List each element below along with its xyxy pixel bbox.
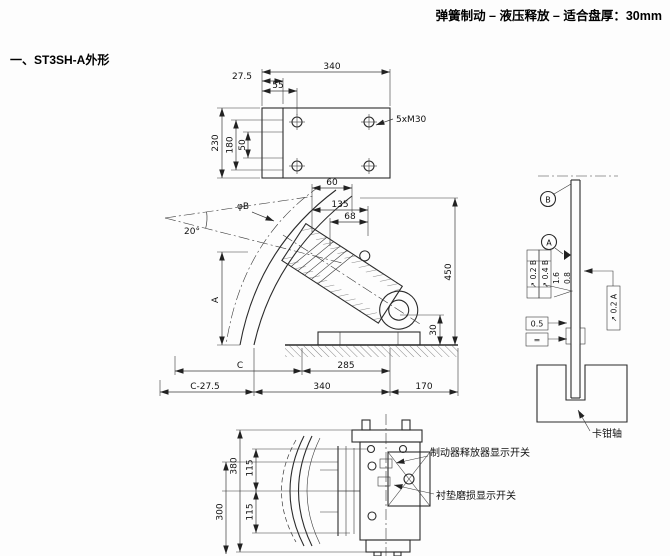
- dim-label-c275: C-27.5: [190, 382, 220, 392]
- release-switch-label: 制动器释放器显示开关: [430, 446, 530, 459]
- bolt-holes: [289, 114, 377, 174]
- clevis-block: [536, 364, 628, 423]
- wear-switch-label: 衬垫磨损显示开关: [436, 489, 516, 502]
- datum-a-label: A: [546, 239, 552, 248]
- dim-55: 55: [262, 81, 298, 115]
- bolt-callout: 5xM30: [375, 115, 427, 126]
- roughness-value-1: 1.6: [552, 272, 561, 284]
- flatness-boxes: 0.5 =: [525, 316, 567, 347]
- dim-A: A: [211, 251, 248, 346]
- dim-label: 300: [216, 503, 226, 520]
- caliper-body: [281, 222, 423, 330]
- dim-label: 115: [246, 459, 256, 476]
- bleed-screw: [359, 250, 371, 262]
- dim-68: 68: [329, 212, 368, 246]
- bottom-bracket: [365, 539, 411, 553]
- body-bolt-upper: [367, 461, 377, 471]
- top-mount-plate: [351, 429, 423, 443]
- release-switch-box: [379, 458, 393, 469]
- dim-450: 450: [360, 197, 458, 345]
- disc-diameter-callout: φB: [237, 202, 275, 222]
- dim-115-upper: 115: [222, 448, 367, 492]
- dim-label: 68: [344, 212, 356, 222]
- front-view: 380 115 115 300 制动器释放器显示开关 衬垫磨损显示开关: [216, 414, 530, 556]
- dim-label-170: 170: [415, 382, 432, 392]
- phi-b-label: φB: [237, 202, 249, 212]
- dim-label-285: 285: [337, 361, 354, 371]
- mount-bolt-left: [366, 444, 376, 454]
- dim-50: 50: [238, 131, 262, 159]
- section-heading: 一、ST3SH-A外形: [10, 52, 109, 67]
- anchor-pad: [317, 331, 421, 346]
- symmetry-symbol: =: [534, 336, 541, 345]
- ground-hatch: [285, 345, 458, 357]
- tolerance-frames-left: ↗ 0.2 B ↗ 0.4 B: [526, 249, 552, 299]
- tolerance-frame-right: ↗ 0.2 A: [584, 268, 621, 331]
- dim-135: 135: [312, 200, 369, 236]
- body-bolt-lower: [367, 511, 377, 521]
- dim-30: 30: [400, 314, 444, 345]
- datum-b-label: B: [545, 196, 551, 205]
- dim-label: 27.5: [232, 72, 252, 82]
- bottom-stud-right: [393, 551, 402, 556]
- top-view: 5xM30 340 27.5 55 230 180: [211, 62, 427, 179]
- dim-label-c: C: [237, 361, 243, 371]
- dim-label: 60: [326, 178, 338, 188]
- tolerance-frame-1: ↗ 0.2 B: [529, 260, 538, 288]
- angle-label: 20°: [184, 227, 200, 237]
- tolerance-frame-3: ↗ 0.2 A: [610, 293, 619, 322]
- dim-label: 340: [323, 62, 340, 72]
- dim-230: 230: [211, 107, 260, 179]
- dim-300: 300: [216, 461, 338, 554]
- surface-roughness: 1.6 0.8: [545, 272, 574, 298]
- section-view: B A ↗ 0.2 B ↗ 0.4 B 1.6 0.8 ↗ 0.2: [525, 175, 628, 440]
- tolerance-frame-2: ↗ 0.4 B: [541, 260, 550, 288]
- page-title: 弹簧制动 – 液压释放 – 适合盘厚：30mm: [436, 8, 662, 23]
- bottom-dims: C 285 C-27.5 340 170: [159, 348, 459, 396]
- dim-label: 55: [272, 81, 283, 91]
- dim-label: 450: [444, 263, 454, 280]
- datum-b: B: [539, 183, 572, 208]
- wear-switch-box: [377, 476, 391, 487]
- datum-a: A: [540, 233, 571, 260]
- bolt-spec-label: 5xM30: [396, 115, 427, 125]
- dim-label: A: [211, 296, 221, 303]
- dim-180: 180: [226, 119, 262, 171]
- dim-label-340: 340: [313, 382, 330, 392]
- shaft-callout: 卡钳轴: [577, 409, 622, 440]
- flatness-value: 0.5: [531, 320, 544, 329]
- bottom-stud-left: [373, 551, 382, 556]
- dim-label: 180: [226, 136, 236, 153]
- datum-triangle: [564, 250, 571, 260]
- dim-label: 30: [429, 324, 439, 336]
- plate-step-lines: [262, 108, 284, 178]
- plate-outline: [261, 107, 391, 179]
- shaft-label: 卡钳轴: [592, 427, 622, 440]
- release-switch-callout: 制动器释放器显示开关: [395, 446, 530, 464]
- side-view: 20° φB 60: [159, 178, 459, 396]
- dim-label: 115: [246, 503, 256, 520]
- angle-construction: 20°: [164, 195, 343, 264]
- roughness-value-2: 0.8: [563, 272, 572, 284]
- dim-115-lower: 115: [246, 491, 350, 534]
- dim-label: 380: [230, 457, 240, 474]
- wear-switch-callout: 衬垫磨损显示开关: [393, 484, 516, 502]
- dim-label: 135: [331, 200, 348, 210]
- dim-label: 230: [211, 134, 221, 151]
- dim-340-top: 340: [261, 62, 391, 106]
- dim-label: 50: [238, 139, 248, 151]
- cross-brace: [387, 451, 431, 507]
- housing-body: [359, 441, 421, 541]
- shaft-bar: [565, 179, 586, 399]
